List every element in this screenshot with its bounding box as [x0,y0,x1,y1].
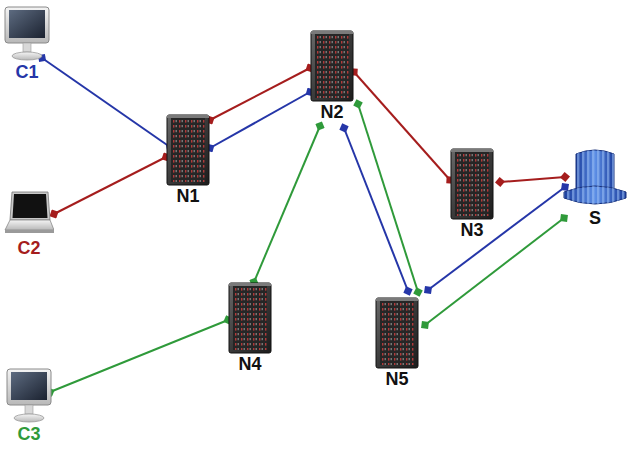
network-link [254,126,320,282]
node-icon [310,30,354,102]
node-label: N4 [238,354,261,374]
network-link [210,92,310,148]
node-label: C2 [17,238,40,258]
node-label: N5 [385,369,408,389]
network-link [344,128,408,291]
network-link [428,187,565,290]
network-link [210,68,310,120]
client-computer: C3 [6,368,52,444]
network-link [50,320,228,392]
node-icon [6,368,52,424]
node-label: N3 [460,220,483,240]
network-link [42,58,170,147]
network-link [358,104,418,292]
client-laptop: C2 [4,190,54,258]
node-icon [228,282,272,354]
network-link [425,218,564,325]
server-node: S [562,148,628,228]
node-icon [562,148,628,208]
network-node: N1 [166,114,210,206]
node-label: N1 [176,186,199,206]
network-node: N3 [450,148,494,240]
node-label: C1 [15,62,38,82]
network-link [500,177,565,182]
node-icon [375,297,419,369]
network-node: N5 [375,297,419,389]
node-icon [4,190,54,238]
node-label: N2 [320,102,343,122]
node-icon [4,6,50,62]
node-icon [166,114,210,186]
network-node: N2 [310,30,354,122]
network-node: N4 [228,282,272,374]
network-link [54,157,166,214]
node-icon [450,148,494,220]
node-label: C3 [17,424,40,444]
network-link [354,72,450,180]
node-label: S [589,208,601,228]
client-computer: C1 [4,6,50,82]
